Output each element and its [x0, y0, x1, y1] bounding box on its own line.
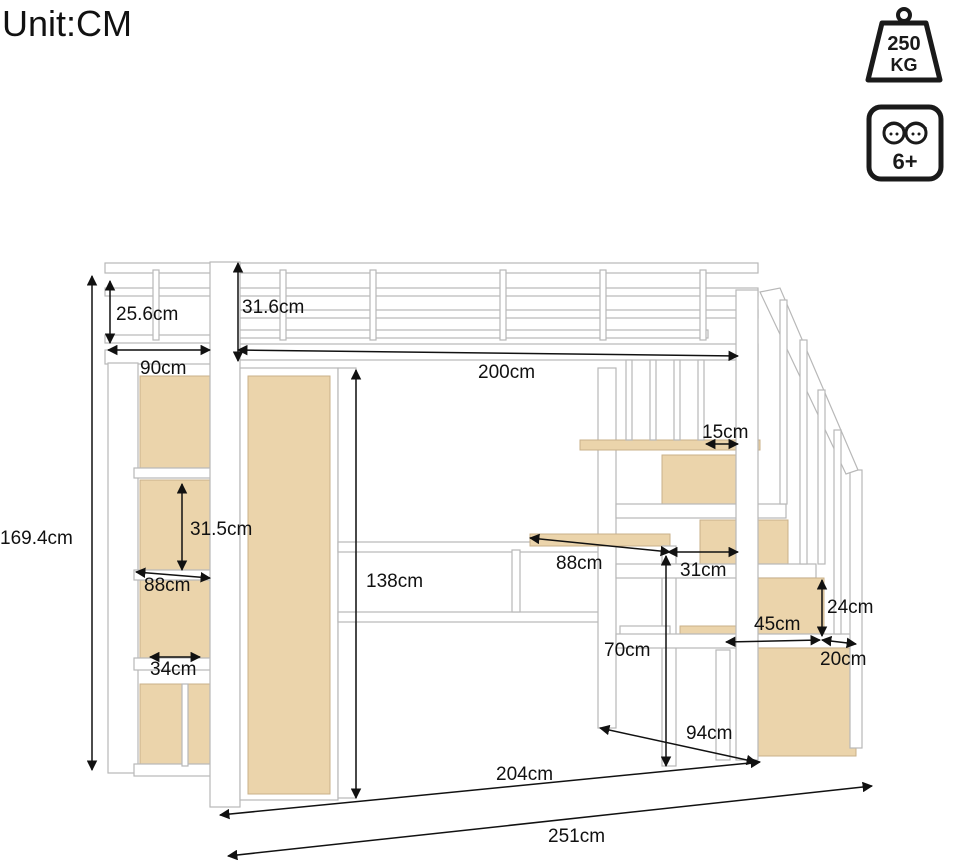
dim-line-desk-bottom: [598, 724, 758, 766]
label-shelf-width: 88cm: [144, 575, 190, 596]
wardrobe-panel: [239, 367, 339, 801]
label-rail-main-height: 31.6cm: [242, 297, 304, 318]
weight-icon: 250 KG: [865, 7, 943, 83]
age-value: 6+: [892, 149, 917, 174]
label-total-height: 169.4cm: [0, 528, 73, 549]
dim-line-total-length: [226, 781, 874, 861]
age-recommendation-badge: 6+: [866, 104, 944, 182]
left-bookshelf: [107, 261, 241, 808]
label-desk-bottom-width: 94cm: [686, 723, 732, 744]
dim-line-step-width: [724, 634, 822, 648]
label-rail-left-height: 25.6cm: [116, 304, 178, 325]
label-total-length: 251cm: [548, 826, 605, 847]
label-desk-depth: 31cm: [680, 560, 726, 581]
weight-capacity-badge: 250 KG: [864, 4, 944, 84]
top-guard-rail: [104, 262, 759, 365]
children-age-icon: 6+: [866, 104, 944, 182]
label-inner-length: 204cm: [496, 764, 553, 785]
label-desk-height: 70cm: [604, 640, 650, 661]
label-step-depth: 15cm: [702, 422, 748, 443]
label-shelf-height: 31.5cm: [190, 519, 252, 540]
dim-line-bed-length: [236, 344, 740, 362]
dim-line-shelf-width: [134, 567, 212, 583]
label-shelf-top-width: 90cm: [140, 358, 186, 379]
unit-label: Unit:CM: [2, 3, 133, 44]
label-shelf-depth: 34cm: [150, 659, 196, 680]
label-step-width: 45cm: [754, 614, 800, 635]
label-clearance-height: 138cm: [366, 571, 423, 592]
dimension-labels: 25.6cm 31.6cm 90cm 200cm 15cm 169.4cm 31…: [0, 297, 873, 847]
weight-value: 250: [887, 33, 920, 55]
dimension-lines: [86, 261, 874, 861]
dim-line-desk-length: [528, 533, 672, 557]
weight-unit: KG: [891, 55, 918, 75]
label-bed-length: 200cm: [478, 362, 535, 383]
dim-line-step-run: [820, 635, 858, 649]
label-desk-length: 88cm: [556, 553, 602, 574]
label-step-run: 20cm: [820, 649, 866, 670]
label-step-height: 24cm: [827, 597, 873, 618]
